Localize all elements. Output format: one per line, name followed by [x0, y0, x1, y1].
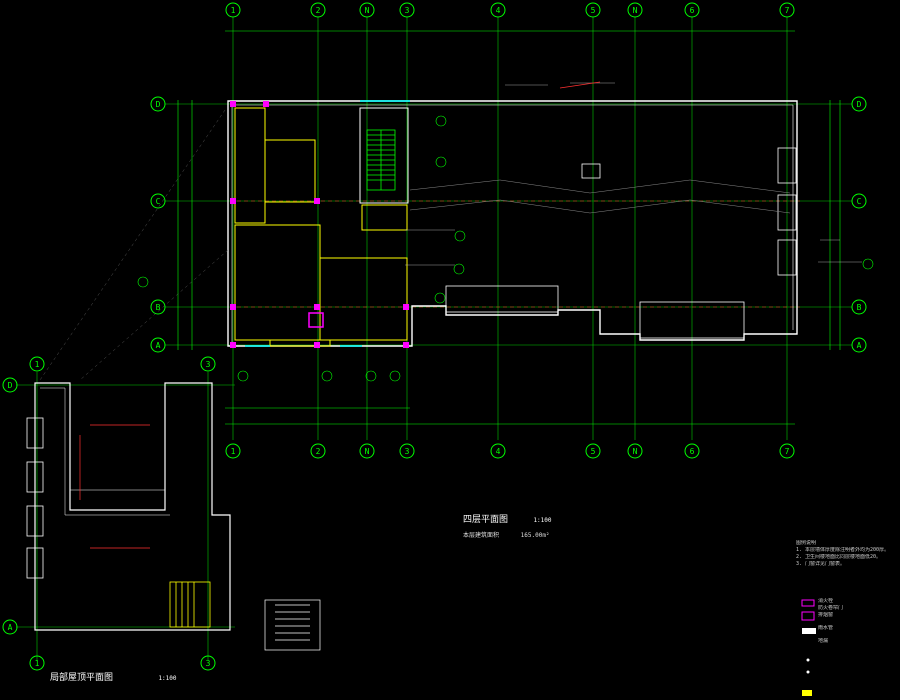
partial-stair [169, 581, 211, 628]
axis-bubble-bottom-5: 5 [585, 443, 601, 459]
diagonal-guides [39, 109, 229, 381]
main-plan-title-text: 四层平面图 [463, 515, 509, 525]
partial-axis [16, 372, 235, 660]
axis-label: D [156, 100, 161, 109]
axis-bubble-bottom-2: 2 [310, 443, 326, 459]
axis-label: N [633, 447, 638, 456]
axis-label: D [857, 100, 862, 109]
legend-item: 消火栓 [818, 598, 834, 604]
area-value: 165.00m² [520, 532, 550, 539]
axis-label: 2 [316, 447, 321, 456]
axis-label: A [8, 623, 13, 632]
axis-label: 6 [690, 6, 695, 15]
axis-label: 4 [496, 6, 501, 15]
axis-label: 7 [785, 6, 790, 15]
partial-red-notes [79, 424, 150, 549]
partial-side-ducts [26, 417, 44, 579]
axis-bubble-bottom-1: 1 [225, 443, 241, 459]
main-axis-top: 1 2 N 3 4 5 N 6 7 [225, 2, 795, 440]
legend-item: 雨水管 [818, 625, 834, 631]
axis-label: B [156, 303, 161, 312]
main-plan-scale: 1:100 [533, 517, 552, 524]
axis-label: N [365, 447, 370, 456]
legend-note: 2. 卫生间楼地面比同层楼地面低20。 [796, 554, 882, 560]
axis-label: 4 [496, 447, 501, 456]
partial-walls [34, 382, 231, 631]
axis-bubble-6: 6 [684, 2, 700, 440]
axis-label: N [633, 6, 638, 15]
legend-symbols [801, 599, 816, 696]
stair [366, 129, 396, 191]
axis-label: A [857, 341, 862, 350]
axis-label: 1 [35, 659, 40, 668]
axis-bubble-bottom-6: 6 [684, 443, 700, 459]
area-label: 本层建筑面积 [463, 532, 500, 539]
stair-enclosure [359, 107, 409, 204]
axis-bubble-n1: N [359, 2, 375, 440]
red-callout [559, 81, 601, 89]
perimeter-ducts [445, 147, 797, 339]
core-rooms [234, 107, 408, 347]
axis-bubble-bottom-n1: N [359, 443, 375, 459]
axis-bubble-bottom-4: 4 [490, 443, 506, 459]
axis-label: 1 [35, 360, 40, 369]
axis-bubble-4: 4 [490, 2, 506, 440]
legend-item: 地漏 [818, 638, 829, 644]
main-centerlines [230, 200, 800, 308]
main-plan-title: 四层平面图 1:100 [463, 512, 552, 525]
axis-label: 3 [206, 659, 211, 668]
axis-label: A [156, 341, 161, 350]
columns [230, 101, 409, 348]
axis-label: 5 [591, 6, 596, 15]
axis-label: N [365, 6, 370, 15]
axis-label: 6 [690, 447, 695, 456]
legend-heading: 图例说明 [796, 540, 817, 546]
main-walls [227, 100, 798, 347]
axis-bubble-5: 5 [585, 2, 601, 440]
axis-bubble-bottom-3: 3 [399, 443, 415, 459]
main-axis-bottom: 1 2 N 3 4 5 N 6 7 [225, 443, 795, 459]
axis-label: 2 [316, 6, 321, 15]
axis-bubble-n2: N [627, 2, 643, 440]
axis-label: C [857, 197, 862, 206]
partial-plan-scale: 1:100 [158, 675, 177, 682]
partial-plan-title-text: 局部屋顶平面图 [50, 673, 114, 683]
partial-plan: 1 3 1 3 D A [2, 109, 321, 671]
axis-bubble-bottom-n2: N [627, 443, 643, 459]
legend-item: 防火卷帘门 [818, 605, 844, 611]
main-plan-area: 本层建筑面积 165.00m² [463, 530, 550, 539]
main-dimension-lines [177, 30, 841, 425]
leader-lines [405, 82, 862, 266]
entrance-detail [264, 599, 321, 651]
axis-label: 1 [231, 6, 236, 15]
axis-label: 3 [405, 6, 410, 15]
axis-label: C [156, 197, 161, 206]
legend: 图例说明 1. 本层墙体厚度除注明者外均为200厚。 2. 卫生间楼地面比同层楼… [796, 540, 896, 645]
axis-bubble-1: 1 [225, 2, 241, 440]
legend-item: 排烟窗 [818, 612, 834, 618]
legend-note: 1. 本层墙体厚度除注明者外均为200厚。 [796, 547, 890, 553]
axis-label: 7 [785, 447, 790, 456]
axis-bubble-bottom-7: 7 [779, 443, 795, 459]
main-annotation-callouts [137, 115, 874, 382]
axis-label: B [857, 303, 862, 312]
axis-label: D [8, 381, 13, 390]
roof-slope-lines [409, 179, 791, 214]
legend-note: 3. 门窗详见门窗表。 [796, 561, 846, 567]
axis-label: 5 [591, 447, 596, 456]
axis-bubble-7: 7 [779, 2, 795, 440]
axis-bubble-2: 2 [310, 2, 326, 440]
axis-label: 3 [405, 447, 410, 456]
axis-label: 1 [231, 447, 236, 456]
axis-label: 3 [206, 360, 211, 369]
partial-axis-bubbles [2, 356, 216, 671]
partial-plan-title: 局部屋顶平面图 1:100 [50, 670, 177, 683]
windows [245, 100, 410, 347]
